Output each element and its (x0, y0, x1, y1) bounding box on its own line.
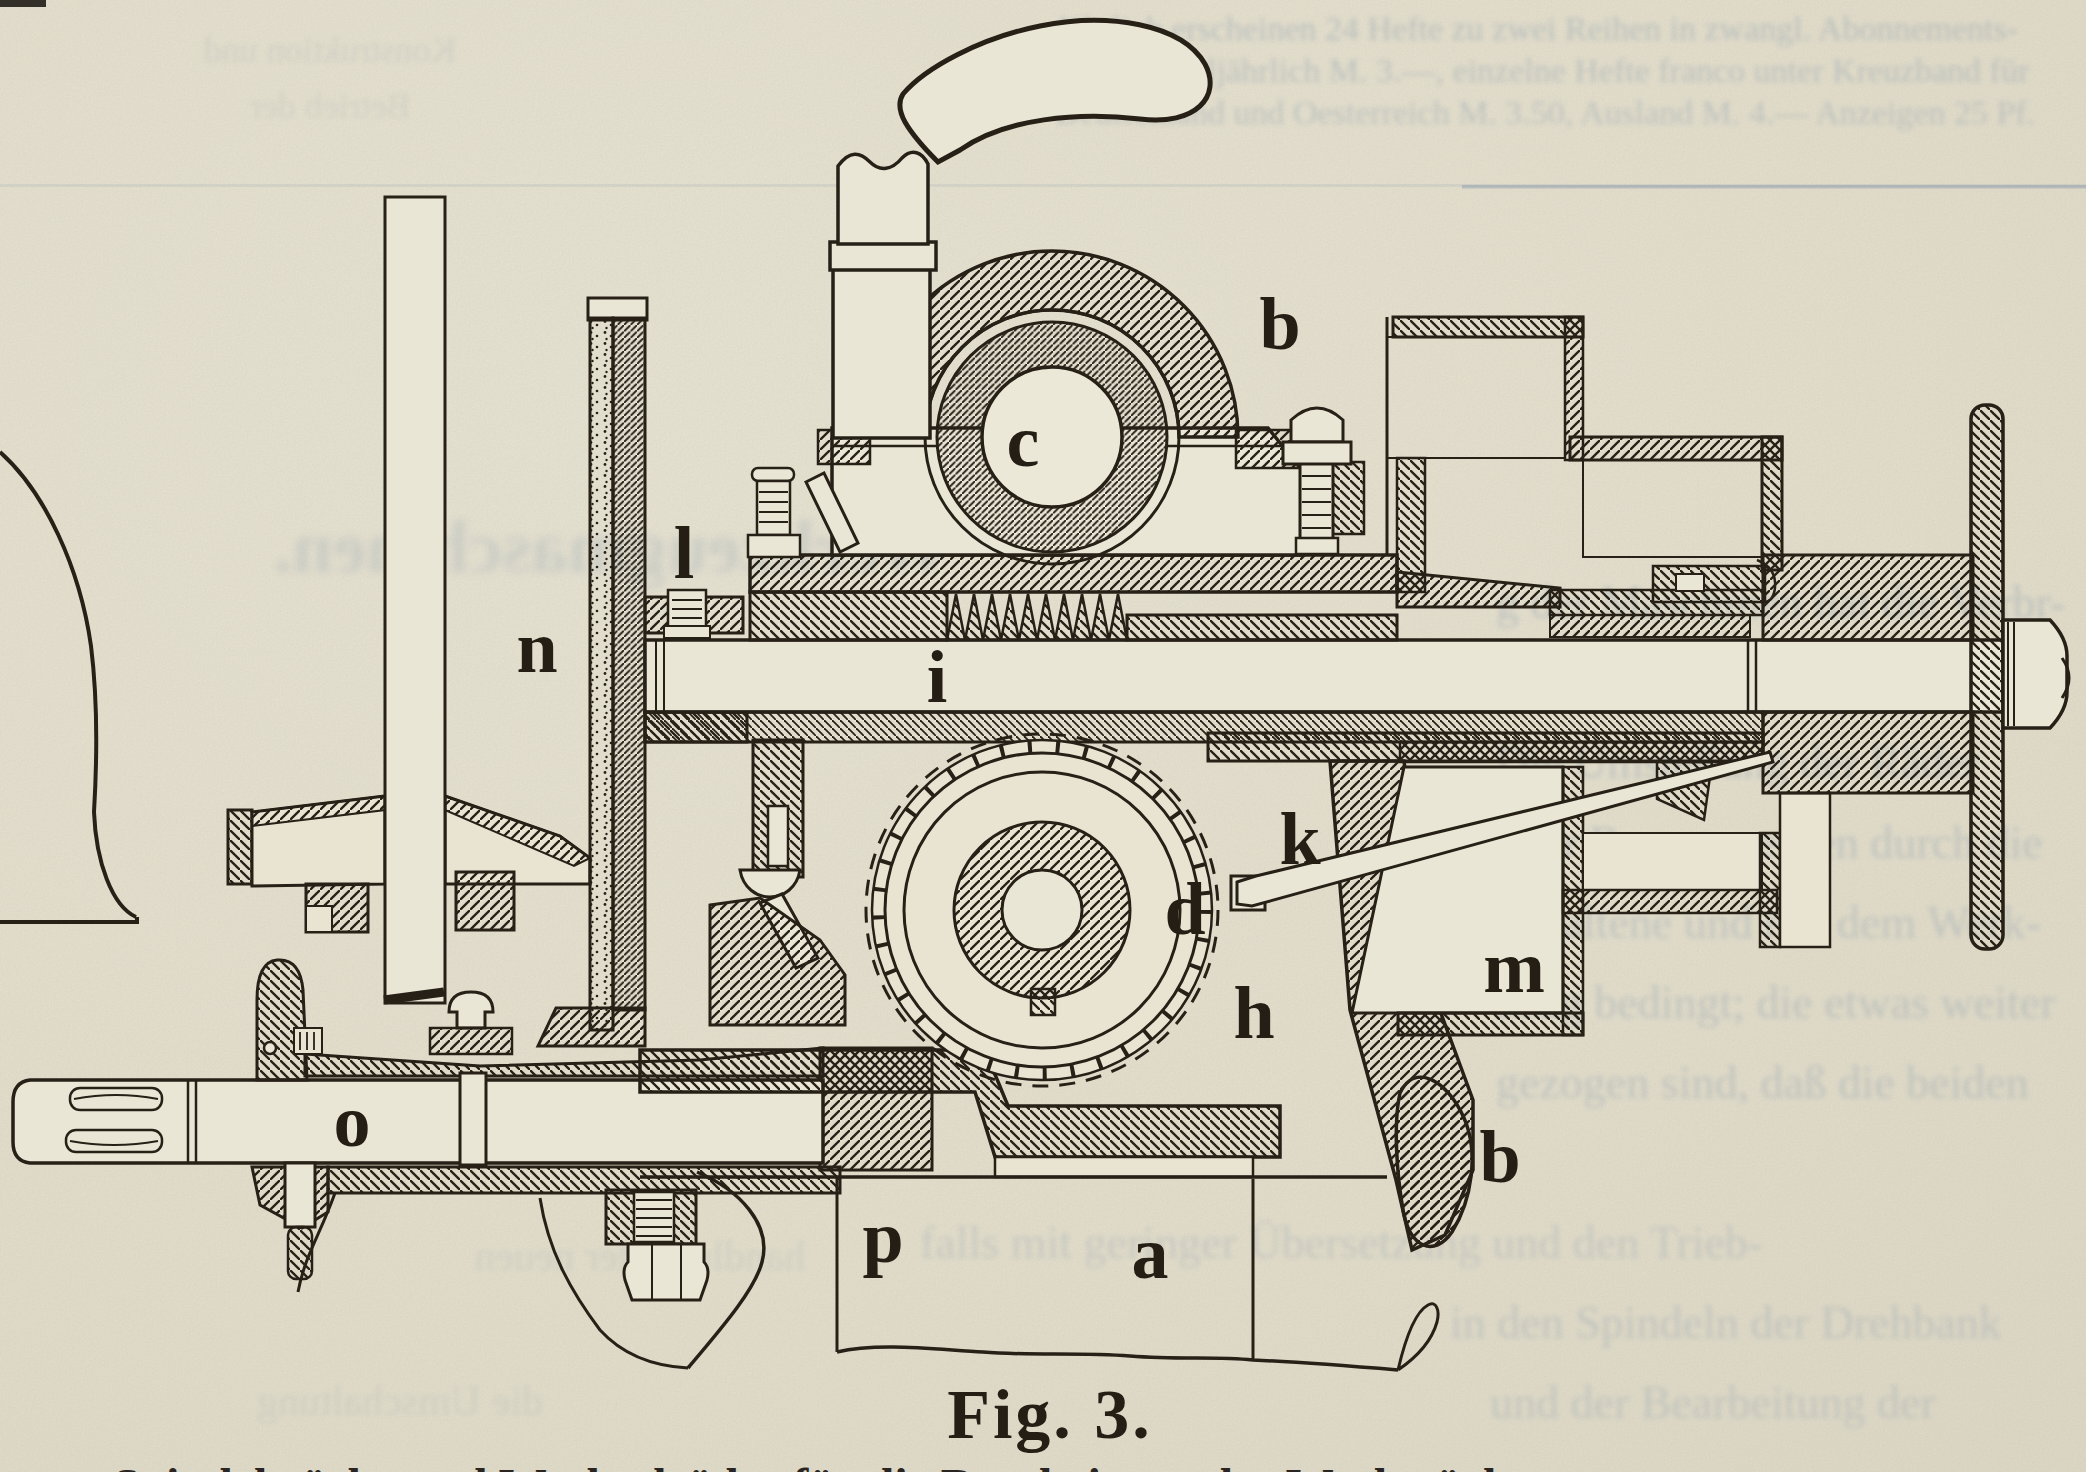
keyway (1031, 989, 1055, 1015)
case-top-band (1208, 733, 1763, 761)
ghost-topleft-2: Betrieb der (250, 86, 411, 126)
gib-key (1653, 566, 1765, 602)
part-label-m: m (1483, 926, 1545, 1008)
oiler-stud-l (757, 481, 790, 535)
ghost-bottomleft-2: die Umschaltung (257, 1378, 543, 1424)
cap-bolt-head (1291, 408, 1343, 442)
ghost-right-10: und der Bearbeitung der (1490, 1377, 1936, 1428)
hanger-pin (285, 1163, 315, 1227)
feed-housing-bottom-wall (328, 1167, 840, 1193)
part-label-c: c (1007, 400, 1040, 482)
handle-stem (833, 268, 930, 438)
part-label-a: a (1132, 1212, 1169, 1294)
detent-knob (449, 992, 493, 1028)
part-label-n: n (516, 606, 557, 688)
part-label-b-top: b (1259, 283, 1300, 365)
ghost-right-9: in den Spindeln der Drehbank (1450, 1297, 2002, 1348)
chamber-bottom (1398, 1013, 1583, 1035)
part-label-b-bottom: b (1479, 1116, 1520, 1198)
bearing-bore-c (982, 367, 1122, 507)
part-label-o: o (334, 1080, 371, 1162)
end-boss-upper (1763, 555, 1973, 640)
ghost-right-7: gezogen sind, daß die beiden (1496, 1057, 2029, 1108)
part-label-h: h (1233, 972, 1274, 1054)
part-label-i: i (927, 636, 948, 718)
ghost-right-8: falls mit geringer Übersetzung und den T… (920, 1217, 1763, 1268)
part-label-k: k (1279, 798, 1321, 880)
main-shaft-i (645, 640, 2060, 712)
part-label-l: l (674, 512, 695, 594)
support-column (384, 197, 445, 1003)
bearing-sole (750, 555, 1397, 592)
end-boss-lower (1763, 712, 1973, 793)
part-label-d: d (1164, 868, 1205, 950)
ghost-rule (1462, 185, 2086, 189)
shaft-nut (2003, 620, 2067, 728)
stop-lug (257, 960, 307, 1080)
page-edge-mark (0, 0, 46, 7)
cut-off-text-line: uten Spindelstöcke und Wechselräder für … (10, 1459, 1531, 1472)
part-label-p: p (862, 1196, 903, 1278)
bolt-p-head (624, 1244, 708, 1300)
cross-pin (460, 1073, 486, 1165)
figure-caption: Fig. 3. (947, 1376, 1153, 1453)
gear-bore (1002, 870, 1082, 950)
ghost-topleft-1: Konstruktion und (203, 30, 456, 70)
end-flange (1971, 405, 2003, 949)
ghost-top-line-1: Jährlich erscheinen 24 Hefte zu zwei Rei… (1055, 10, 2018, 47)
